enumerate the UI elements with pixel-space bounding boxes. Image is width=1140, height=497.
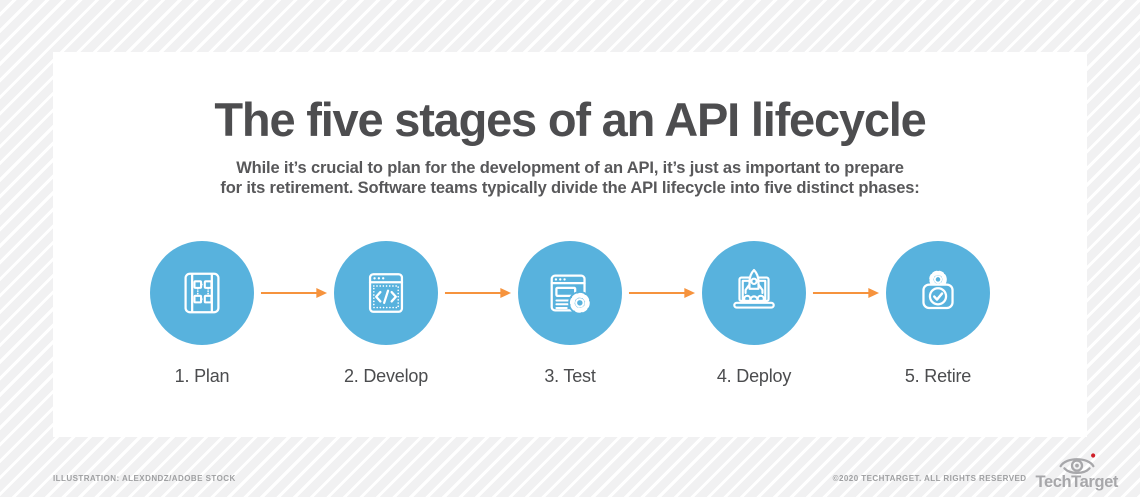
page-subtitle: While it’s crucial to plan for the devel… [0, 158, 1140, 198]
stage-label: 4. Deploy [716, 366, 792, 386]
laptop-rocket-icon [733, 268, 775, 309]
stage-label: 5. Retire [904, 366, 972, 386]
archive-check-icon [922, 270, 954, 310]
stage-plan: 1. Plan [150, 241, 254, 387]
flow-arrow [806, 241, 886, 345]
code-window-icon [368, 273, 404, 313]
flow-arrow [622, 241, 702, 345]
stage-circle [702, 241, 806, 345]
flow-arrow-icon [444, 287, 512, 299]
stage-test: 3. Test [518, 241, 622, 387]
flow-arrow-icon [628, 287, 696, 299]
subtitle-line-2: for its retirement. Software teams typic… [220, 179, 920, 197]
stage-circle [886, 241, 990, 345]
flow-arrow [438, 241, 518, 345]
page-title: The five stages of an API lifecycle [214, 93, 926, 146]
stage-develop: 2. Develop [334, 241, 438, 387]
stage-deploy: 4. Deploy [702, 241, 806, 387]
flow-arrow-icon [812, 287, 880, 299]
stage-retire: 5. Retire [886, 241, 990, 387]
subtitle-line-1: While it’s crucial to plan for the devel… [236, 159, 904, 177]
flow-arrow [254, 241, 334, 345]
stage-circle [150, 241, 254, 345]
stage-label: 2. Develop [343, 366, 429, 386]
flow-arrow-icon [260, 287, 328, 299]
footer-right: ©2020 TECHTARGET. ALL RIGHTS RESERVED Te… [833, 452, 1118, 492]
techtarget-logo: TechTarget [1035, 452, 1119, 492]
stage-circle [518, 241, 622, 345]
stage-circle [334, 241, 438, 345]
stages-row: 1. Plan [0, 241, 1140, 387]
blueprint-icon [184, 272, 220, 314]
stage-label: 1. Plan [174, 366, 230, 386]
browser-gear-icon [550, 274, 592, 315]
copyright-text: ©2020 TECHTARGET. ALL RIGHTS RESERVED [832, 474, 1027, 483]
eye-icon [1059, 453, 1095, 475]
brand-name: TechTarget [1035, 473, 1119, 491]
stage-label: 3. Test [544, 366, 596, 386]
illustration-credit: ILLUSTRATION: ALEXDNDZ/ADOBE STOCK [53, 474, 236, 483]
